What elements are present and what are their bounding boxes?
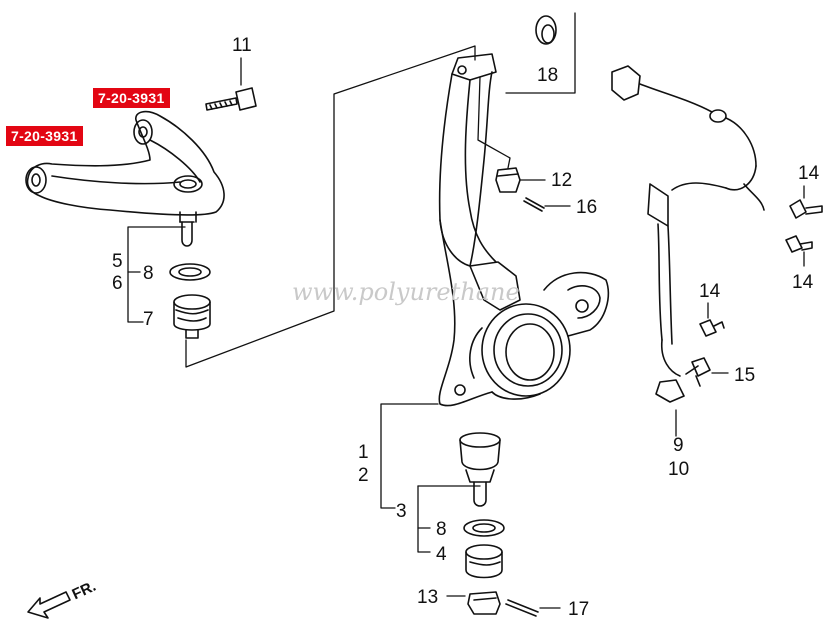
bolt-14-b bbox=[785, 235, 813, 253]
bolt-14-a bbox=[789, 199, 823, 219]
callout-9: 9 bbox=[673, 435, 684, 456]
bolt-14-c bbox=[699, 319, 725, 337]
callout-18: 18 bbox=[537, 65, 559, 86]
callout-1: 1 bbox=[358, 442, 369, 463]
upper-boot-7 bbox=[173, 294, 211, 339]
part-number-tag-upper-bushing-front: 7-20-3931 bbox=[6, 126, 83, 146]
lower-washer-8 bbox=[463, 519, 505, 537]
callout-8-upper: 8 bbox=[143, 263, 154, 284]
bolt-11 bbox=[205, 87, 257, 111]
callout-14-b: 14 bbox=[792, 272, 814, 293]
callout-8-lower: 8 bbox=[436, 519, 447, 540]
bolt-15 bbox=[691, 357, 711, 387]
upper-washer-8 bbox=[169, 263, 211, 281]
leader-lines bbox=[127, 12, 805, 609]
callout-3: 3 bbox=[396, 501, 407, 522]
abs-sensor-harness bbox=[611, 65, 765, 403]
callout-4: 4 bbox=[436, 544, 447, 565]
watermark: www.polyurethane bbox=[292, 278, 520, 306]
cotter-pin-17 bbox=[505, 599, 539, 617]
callout-12: 12 bbox=[551, 170, 573, 191]
cotter-pin-16 bbox=[523, 197, 545, 212]
callout-17: 17 bbox=[568, 599, 590, 620]
callout-14-c: 14 bbox=[699, 281, 721, 302]
nut-12 bbox=[495, 167, 521, 193]
lower-ball-joint bbox=[459, 432, 501, 507]
callout-14-a: 14 bbox=[798, 163, 820, 184]
steering-knuckle bbox=[438, 53, 610, 407]
part-number-tag-upper-bushing-rear: 7-20-3931 bbox=[93, 88, 170, 108]
front-arrow-icon bbox=[27, 591, 71, 619]
callout-15: 15 bbox=[734, 365, 756, 386]
callout-5: 5 bbox=[112, 251, 123, 272]
upper-control-arm bbox=[25, 110, 225, 247]
callout-2: 2 bbox=[358, 465, 369, 486]
lower-boot-4 bbox=[465, 544, 503, 579]
callout-16: 16 bbox=[576, 197, 598, 218]
nut-13 bbox=[467, 591, 501, 615]
callout-10: 10 bbox=[668, 459, 690, 480]
callout-7: 7 bbox=[143, 309, 154, 330]
plug-18 bbox=[535, 15, 557, 45]
callout-13: 13 bbox=[417, 587, 439, 608]
callout-11: 11 bbox=[232, 35, 252, 56]
callout-6: 6 bbox=[112, 273, 123, 294]
